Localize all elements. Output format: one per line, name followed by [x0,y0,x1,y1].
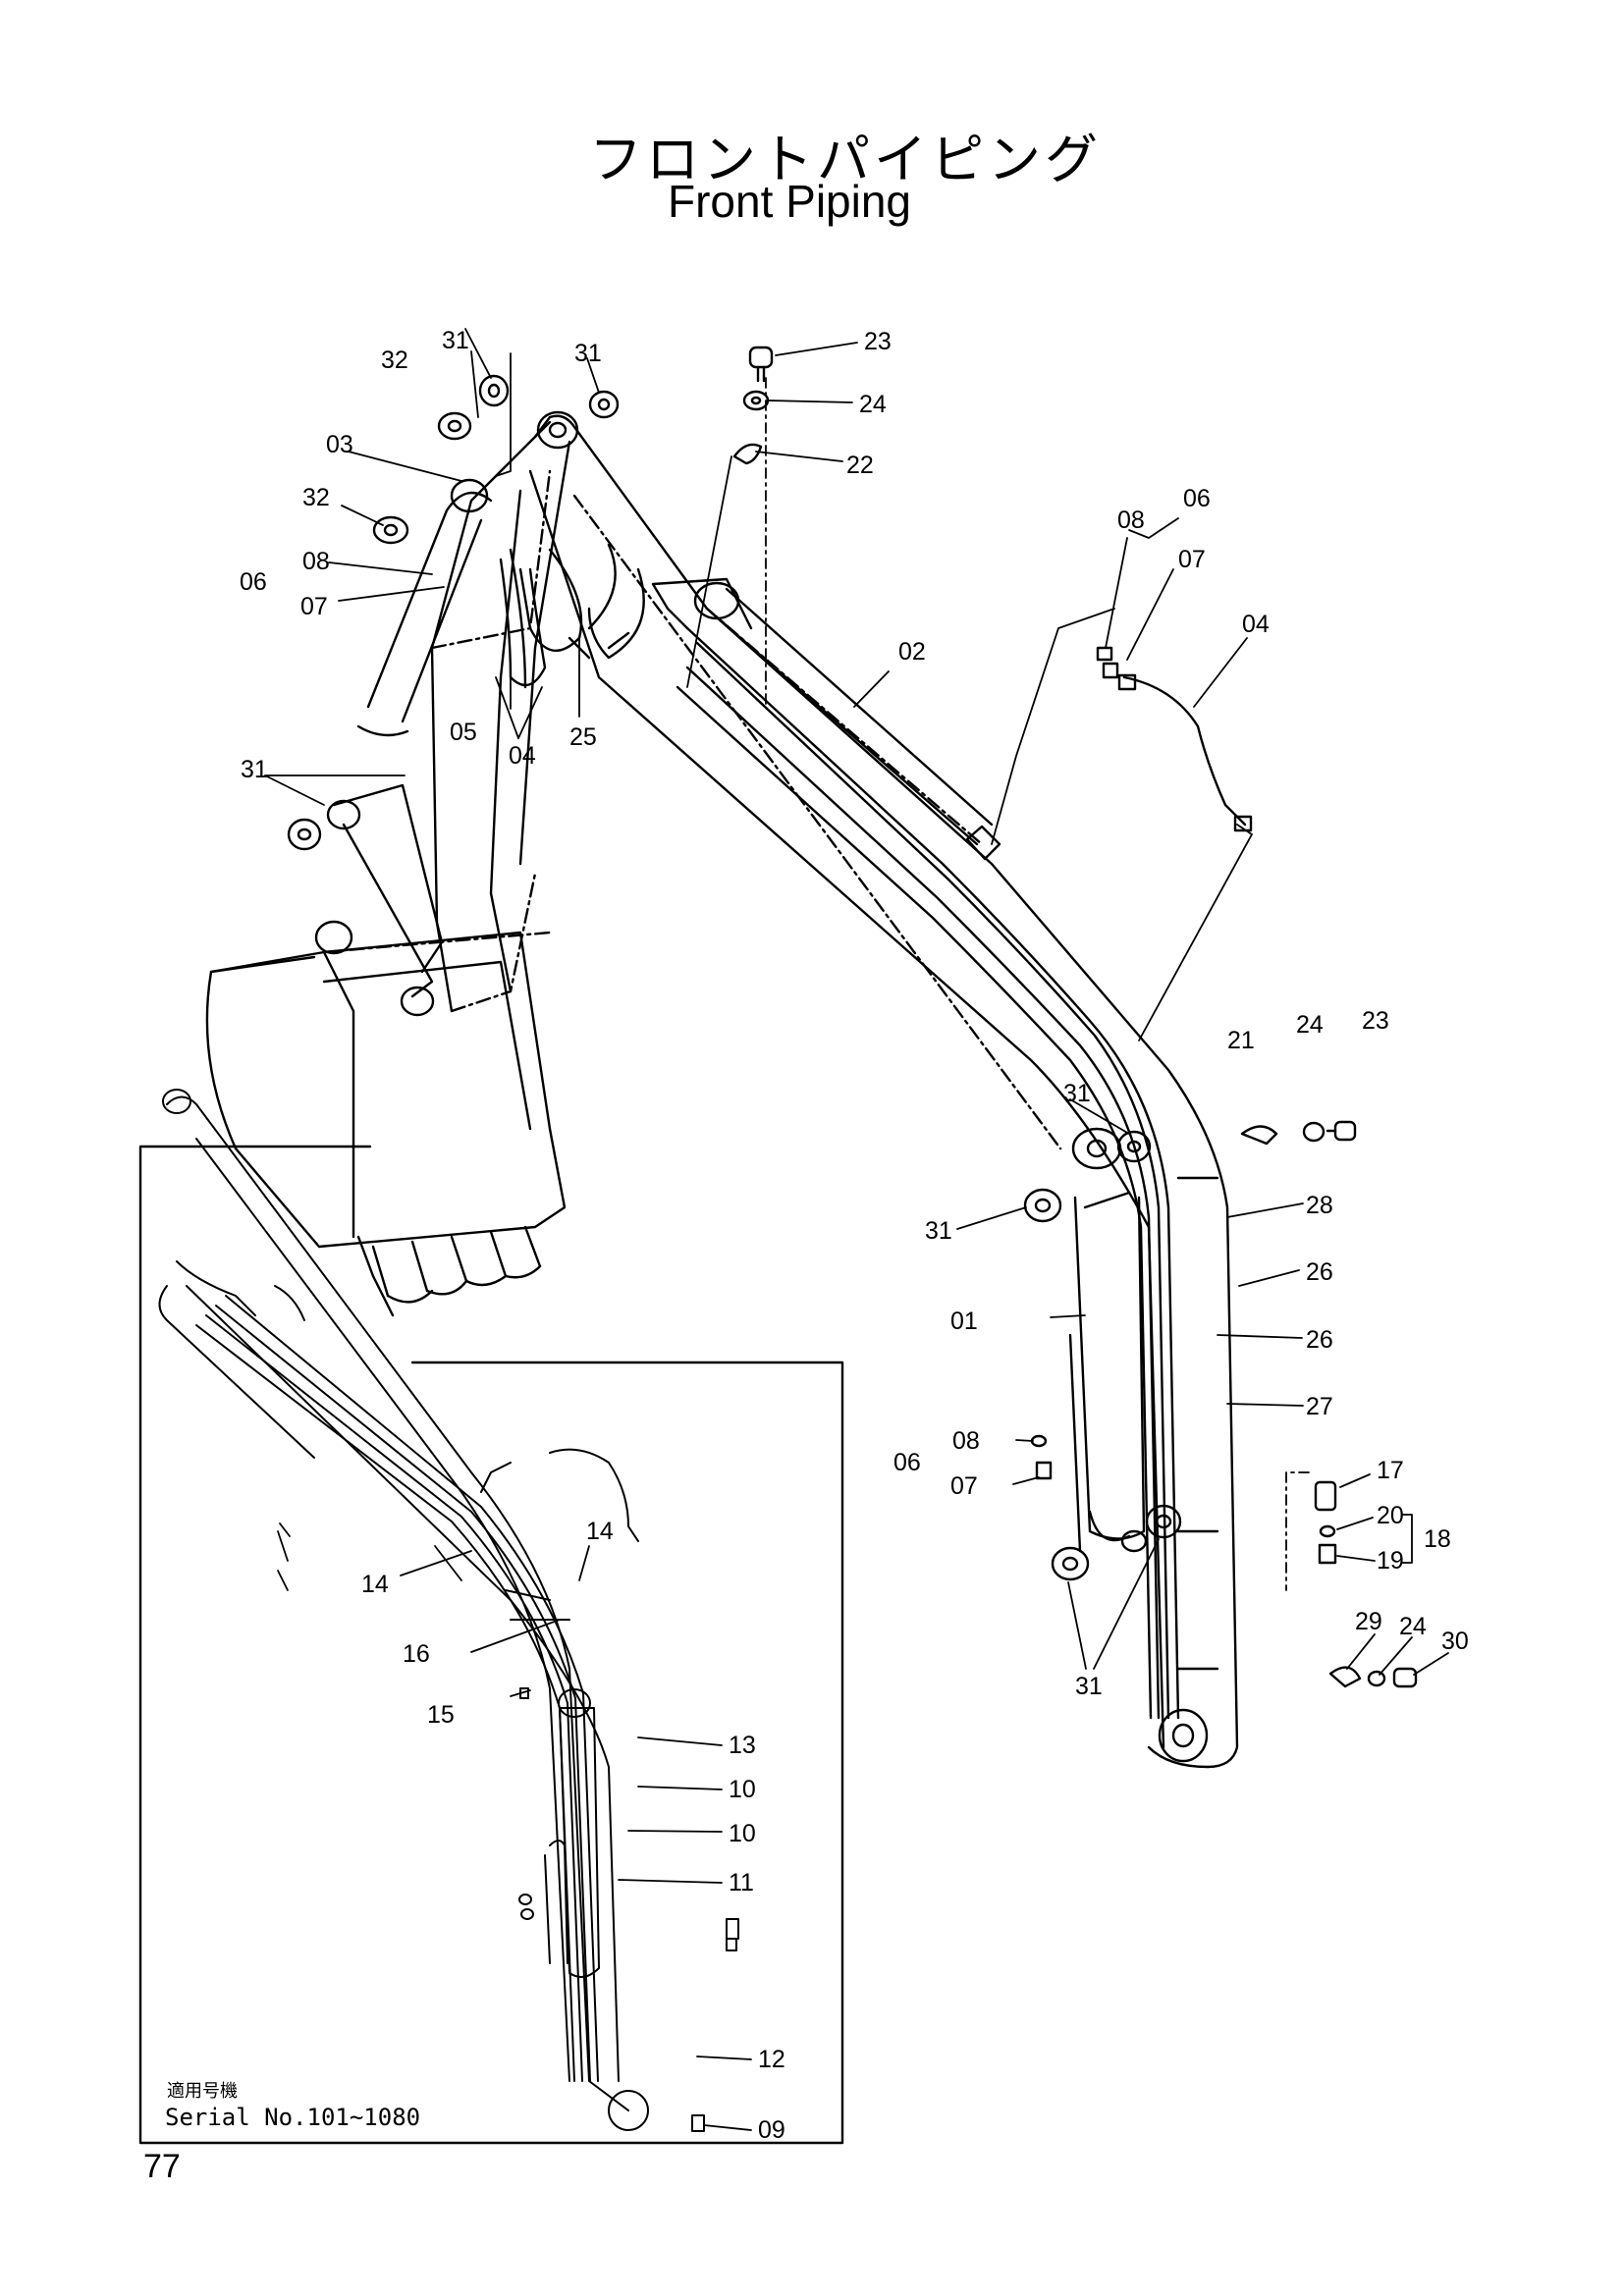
serial-number-range: Serial No.101~1080 [165,2104,421,2131]
clamp-29-icon [1328,1666,1362,1688]
label-31-e: 31 [925,1217,952,1245]
label-06-right: 06 [1183,485,1211,512]
oring-20-icon [1319,1524,1336,1538]
boom-foot-boss [1158,1708,1209,1763]
washer-32-b-icon [372,515,409,545]
label-08-right: 08 [1117,507,1145,534]
bolt-23-top-icon [748,346,774,383]
seal-washers [287,374,1182,1581]
label-20: 20 [1377,1502,1404,1529]
label-18: 18 [1424,1525,1451,1553]
page-title-english: Front Piping [668,176,912,227]
label-08-left: 08 [302,548,330,575]
applicable-models-label: 適用号機 [167,2081,238,2102]
label-29: 29 [1355,1608,1382,1635]
page-title-japanese: フロントパイピング [589,129,1102,190]
label-23-mid: 23 [1362,1007,1389,1035]
label-32-a: 32 [381,347,408,374]
label-31-a: 31 [442,327,469,354]
bucket [205,931,567,1317]
label-04-mid: 04 [509,742,536,770]
boom-outline [528,414,1239,1769]
inset-leader-lines [400,1545,752,2131]
clamp-22-icon [732,443,763,465]
label-04-right: 04 [1242,611,1270,638]
label-08-low: 08 [952,1427,980,1455]
label-23-top: 23 [864,328,892,355]
label-10-b: 10 [729,1820,756,1847]
label-25: 25 [569,723,597,751]
label-26-a: 26 [1306,1258,1333,1286]
nut-24-top-icon [742,390,770,411]
label-31-c: 31 [241,756,268,783]
bucket-linkage [314,783,444,1017]
bolt-23-mid-icon [1325,1120,1357,1142]
boom-pipe-bundle [651,577,1219,1720]
label-26-b: 26 [1306,1326,1333,1354]
boom-cylinder [1068,1127,1148,1553]
washer-31-a-icon [478,374,510,407]
label-27: 27 [1306,1393,1333,1420]
label-11: 11 [729,1869,754,1896]
label-05: 05 [450,719,477,746]
label-14-a: 14 [361,1571,389,1598]
arm-cylinder [693,581,1001,861]
label-16: 16 [403,1640,430,1668]
bucket-cylinder [356,478,493,737]
washer-31-e-icon [1023,1188,1062,1223]
washer-32-a-icon [437,411,472,441]
fitting-17-icon [1314,1480,1337,1512]
fitting-19-icon [1318,1543,1337,1565]
label-06-left: 06 [240,568,267,596]
label-24-top: 24 [859,391,887,418]
label-12: 12 [758,2046,785,2073]
label-31-b: 31 [574,340,602,367]
label-22: 22 [846,452,874,479]
washer-31-c-icon [287,818,322,851]
label-24-mid: 24 [1296,1011,1324,1039]
label-30: 30 [1441,1628,1469,1655]
leader-lines [264,328,1449,1676]
label-07-left: 07 [300,593,328,620]
label-06-low: 06 [893,1449,921,1476]
label-14-b: 14 [586,1518,614,1545]
label-02: 02 [898,638,926,666]
callout-labels: 23 24 22 31 31 32 03 32 06 08 07 05 04 2… [240,327,1469,2144]
label-07-right: 07 [1178,546,1206,573]
fitting-08-07-right-icon [1096,646,1119,679]
hose-04-right [1117,673,1253,832]
washer-31-f-a-icon [1051,1546,1090,1581]
arm-top-hoses [499,543,645,689]
label-32-b: 32 [302,484,330,511]
label-19: 19 [1377,1547,1404,1575]
inset-boom-drawing [158,1089,739,2132]
washer-31-b-icon [588,390,620,419]
fitting-08-07-low-icon [1030,1434,1053,1480]
label-07-low: 07 [950,1472,978,1500]
boom-top-pin-boss [536,410,579,450]
label-17: 17 [1377,1457,1404,1484]
label-24-low: 24 [1399,1613,1427,1640]
label-13: 13 [729,1732,756,1759]
washer-24-mid-icon [1302,1121,1325,1143]
label-10-a: 10 [729,1776,756,1803]
label-03: 03 [326,431,353,458]
label-21: 21 [1227,1027,1255,1054]
arm-outline [430,420,571,1013]
label-31-d: 31 [1063,1080,1091,1107]
washer-31-d-icon [1116,1130,1152,1163]
label-15: 15 [427,1701,455,1729]
label-28: 28 [1306,1192,1333,1219]
label-01: 01 [950,1308,978,1335]
inset-panel [138,1145,844,2145]
page-number: 77 [143,2148,181,2185]
washer-24-low-icon [1367,1670,1386,1687]
washer-31-f-b-icon [1145,1504,1182,1539]
bolt-30-icon [1392,1667,1418,1688]
clamp-21-icon [1240,1125,1278,1146]
label-31-f: 31 [1075,1673,1103,1700]
label-09: 09 [758,2116,785,2144]
